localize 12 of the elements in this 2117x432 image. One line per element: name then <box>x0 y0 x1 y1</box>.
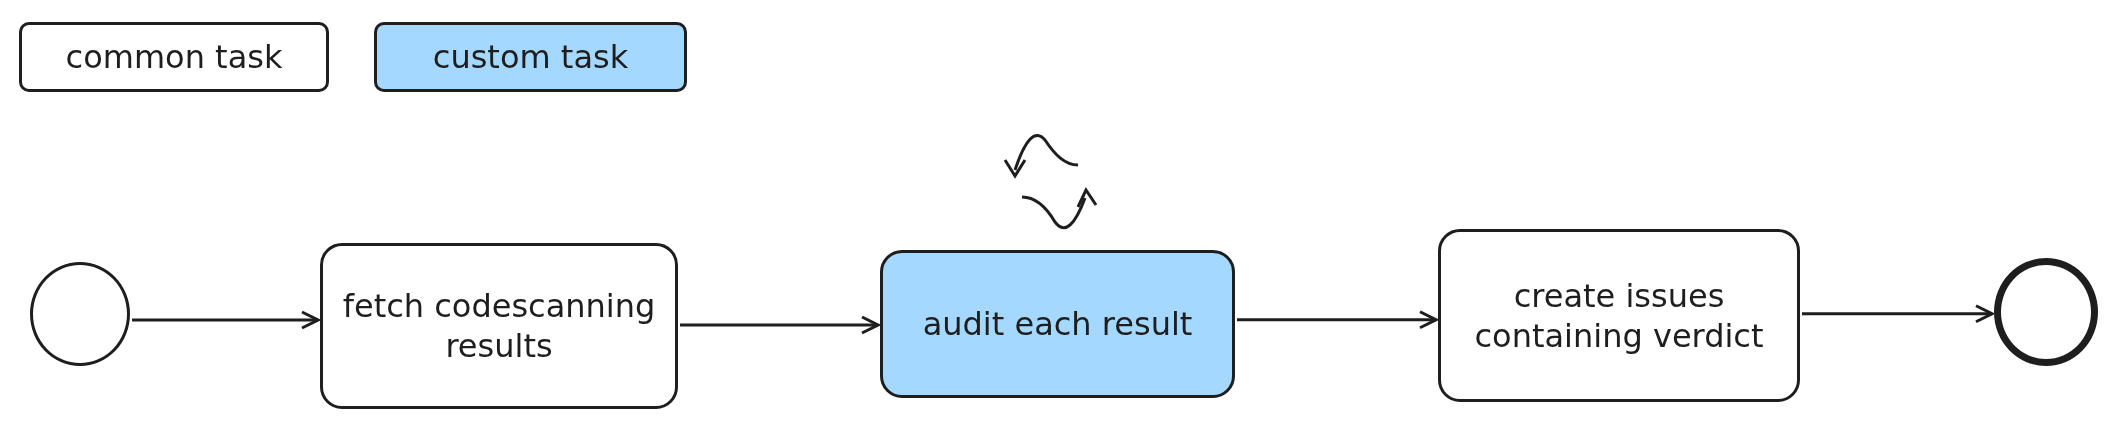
arrow <box>132 310 320 330</box>
task-box <box>1438 229 1800 402</box>
arrow <box>680 315 880 335</box>
legend-label: common task <box>64 37 284 78</box>
task-box <box>320 243 678 409</box>
task-box <box>880 250 1235 398</box>
arrow <box>1237 310 1438 330</box>
task-label: audit each result <box>922 304 1193 344</box>
arrow <box>1802 304 1994 324</box>
legend-label: custom task <box>431 37 630 78</box>
task-label: create issues containing verdict <box>1473 275 1765 356</box>
task-label: fetch codescanning results <box>341 286 657 366</box>
